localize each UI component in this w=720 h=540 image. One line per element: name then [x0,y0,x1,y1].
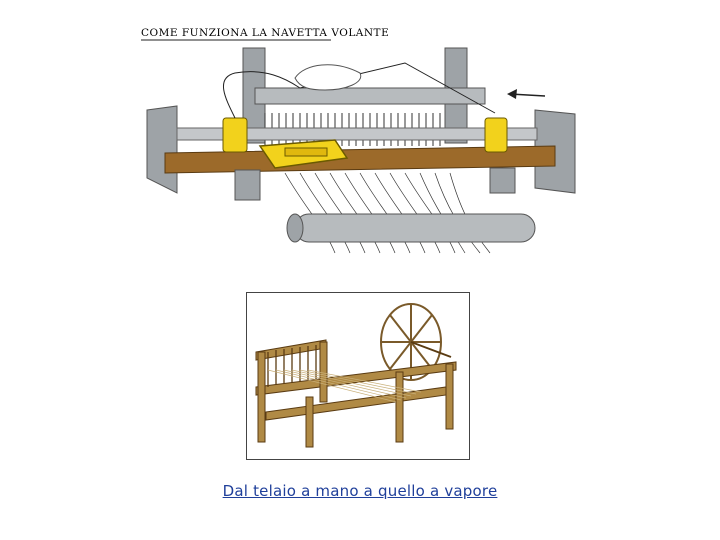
direction-arrow-head [507,89,517,99]
right-picker [484,117,508,153]
crank-handle [410,341,452,358]
shuttle-race-board [164,145,556,174]
spinning-jenny-frame [246,292,470,460]
left-end-plate [146,105,178,194]
spinning-jenny-illustration [255,303,457,448]
warp-beam-roller [294,213,536,243]
slide-caption: Dal telaio a mano a quello a vapore [222,482,498,500]
picking-cord [222,71,301,119]
left-support [234,169,261,201]
right-support [489,167,516,194]
flying-shuttle-loom-illustration: COME FUNZIONA LA NAVETTA VOLANTE [141,27,576,254]
roller-end [286,213,304,243]
wooden-frame [255,339,457,448]
upper-rail [176,127,538,141]
left-picker [222,117,248,153]
shuttle-bobbin [284,147,328,157]
spindles [267,345,317,387]
yarn-threads [267,369,422,403]
top-beam [254,87,486,105]
hand-illustration [294,64,362,91]
loom-figure-title: COME FUNZIONA LA NAVETTA VOLANTE [141,27,389,39]
